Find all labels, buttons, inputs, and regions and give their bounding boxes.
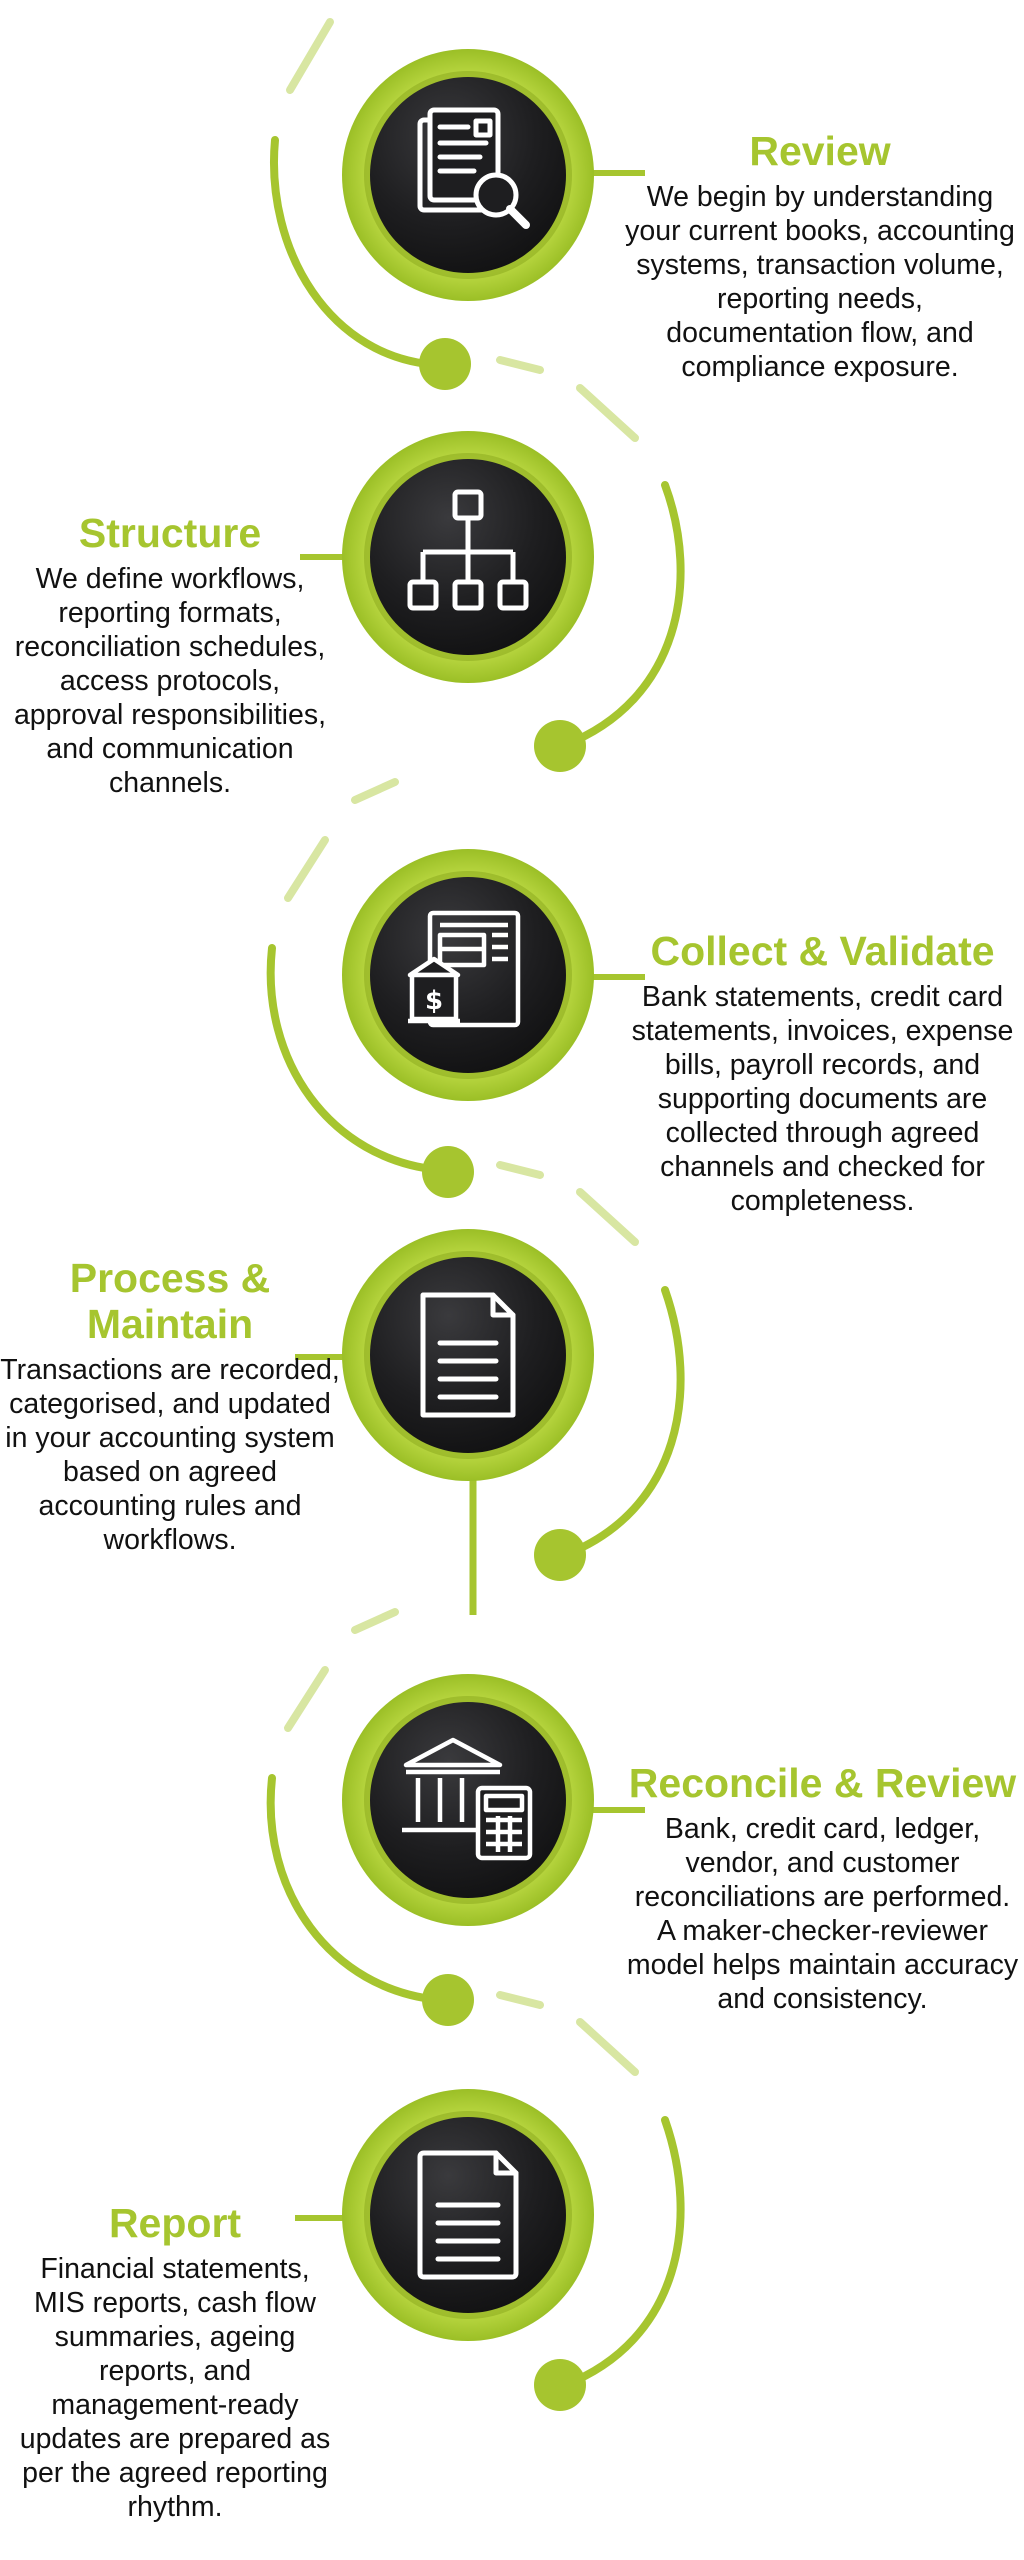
step-title: Collect & Validate	[650, 928, 995, 974]
connector-dot	[534, 720, 586, 772]
step-process-circle	[342, 1229, 594, 1481]
step-description: We begin by understanding your current b…	[625, 181, 1015, 383]
step-title: Structure	[78, 510, 262, 556]
step-description: Bank, credit card, ledger, vendor, and c…	[626, 1813, 1019, 2015]
step-description: Bank statements, credit card statements,…	[631, 981, 1014, 1217]
connector-dot	[422, 1146, 474, 1198]
step-report: Report Financial statements, MIS reports…	[15, 2200, 335, 2524]
step-description: Transactions are recorded, categorised, …	[0, 1354, 340, 1556]
bank-statement-icon: $	[407, 910, 521, 1028]
connector-1	[270, 18, 685, 749]
step-reconcile: Reconcile & Review Bank, credit card, le…	[625, 1760, 1020, 2016]
step-process: Process & Maintain Transactions are reco…	[0, 1255, 340, 1557]
report-icon	[417, 2150, 519, 2280]
step-reconcile-circle	[342, 1674, 594, 1926]
step-structure: Structure We define workflows, reporting…	[10, 510, 330, 800]
step-review: Review We begin by understanding your cu…	[625, 128, 1015, 384]
document-search-icon	[417, 107, 530, 229]
connector-2	[266, 778, 685, 1559]
step-description: Financial statements, MIS reports, cash …	[19, 2253, 331, 2523]
connector-dot	[534, 1529, 586, 1581]
org-chart-icon	[407, 489, 529, 611]
step-collect-circle: $	[342, 849, 594, 1101]
svg-text:$: $	[425, 986, 443, 1016]
step-title: Review	[749, 128, 891, 174]
bank-calculator-icon	[402, 1737, 533, 1861]
connector-dot	[534, 2359, 586, 2411]
step-review-circle	[342, 49, 594, 301]
step-structure-circle	[342, 431, 594, 683]
connector-dot	[422, 1974, 474, 2026]
step-collect: Collect & Validate Bank statements, cred…	[625, 928, 1020, 1218]
step-report-circle	[342, 2089, 594, 2341]
step-title: Reconcile & Review	[628, 1760, 1017, 1806]
step-title: Process & Maintain	[69, 1255, 271, 1347]
step-title: Report	[108, 2200, 242, 2246]
connector-dot	[419, 338, 471, 390]
document-icon	[420, 1292, 516, 1418]
connector-3	[266, 1608, 685, 2389]
step-description: We define workflows, reporting formats, …	[13, 563, 327, 799]
